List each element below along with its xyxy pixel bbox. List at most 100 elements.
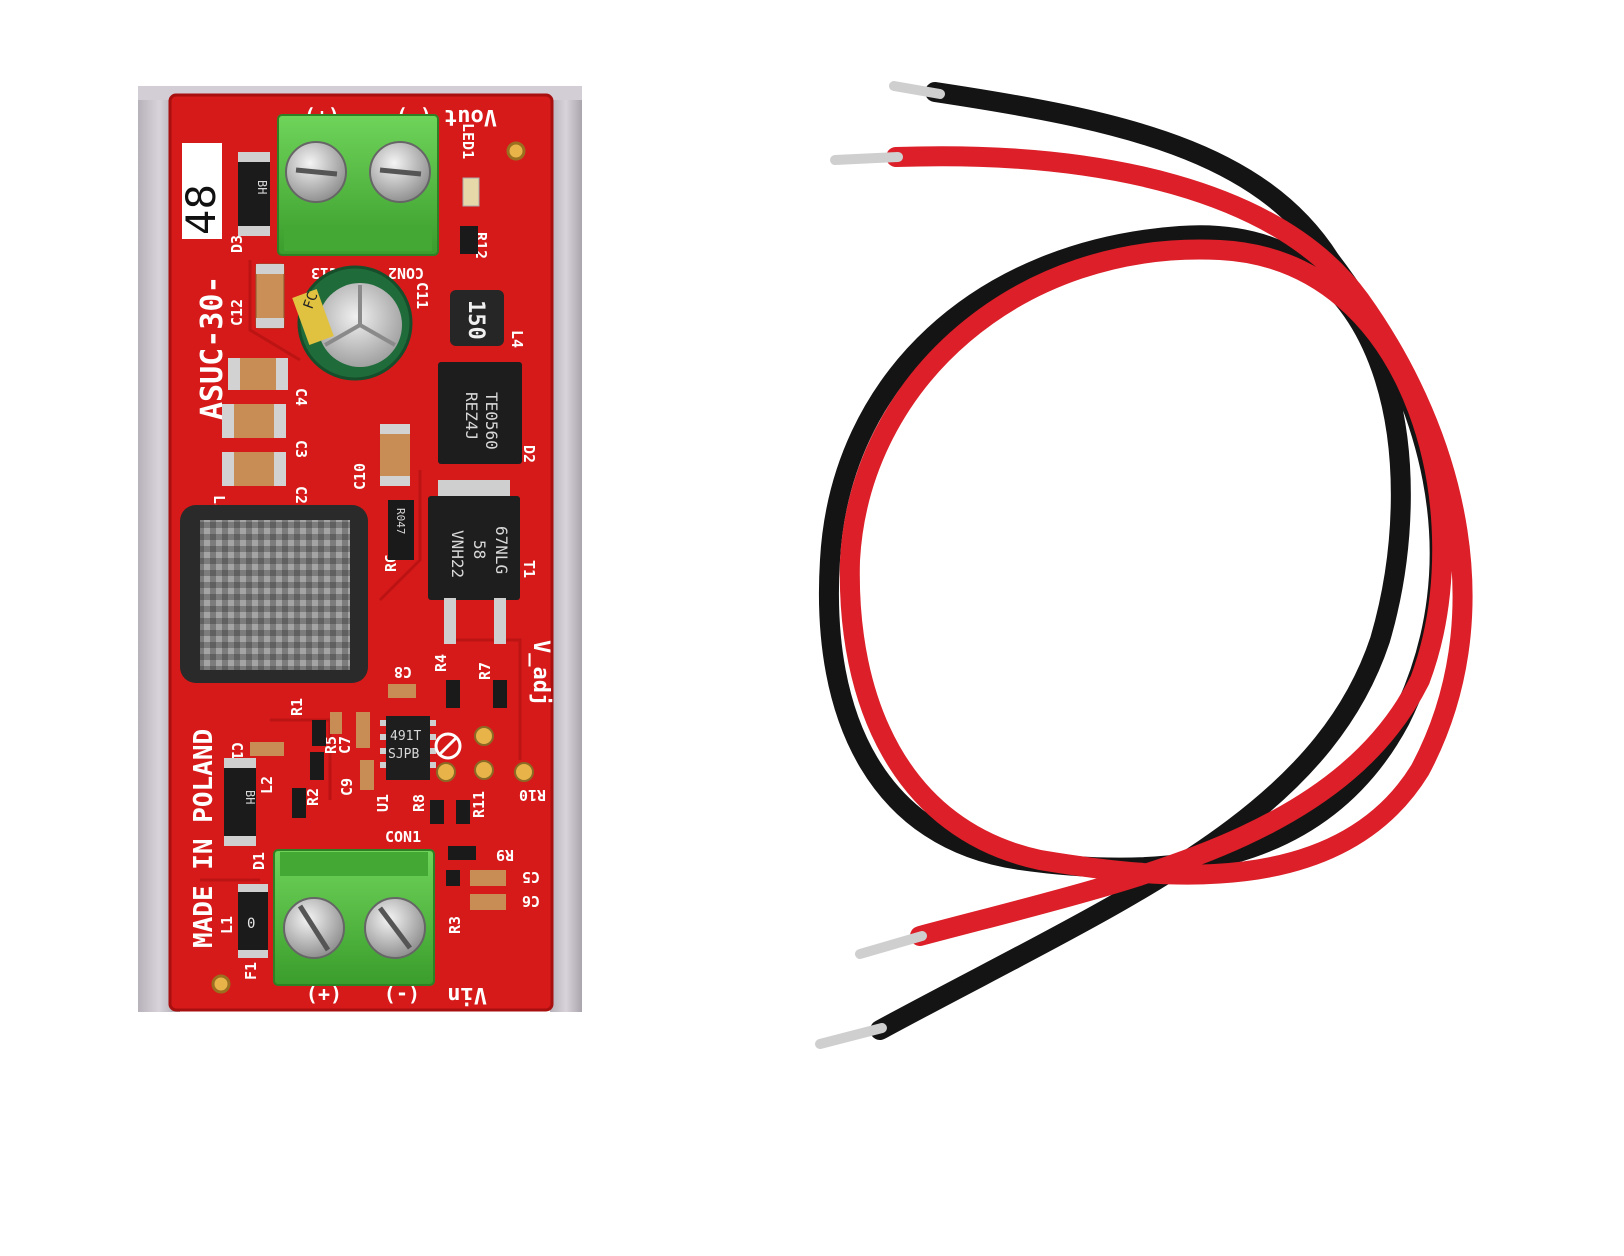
resistor-r7: [493, 680, 507, 708]
mounting-hole: [506, 141, 526, 161]
pad: [514, 762, 534, 782]
designator-l1: L1: [218, 916, 236, 934]
resistor-r1: [312, 720, 326, 746]
designator-c7: C7: [336, 736, 354, 754]
designator-l2: L2: [258, 776, 276, 794]
diode-d3: [238, 160, 270, 228]
designator-con1: CON1: [385, 828, 421, 846]
designator-d1: D1: [250, 852, 268, 870]
wire-pair: [815, 81, 1473, 1049]
resistor-r11: [456, 800, 470, 824]
output-terminal-block: [277, 114, 439, 256]
mosfet-marking-1: VNH22: [448, 530, 467, 578]
mosfet-marking-3: 67NLG: [492, 526, 511, 574]
designator-c1: C1: [228, 742, 246, 760]
mounting-hole: [211, 974, 231, 994]
designator-r4: R4: [432, 654, 450, 672]
designator-r10: R10: [519, 786, 546, 804]
inductor-marking: 150: [463, 300, 488, 340]
model-handwritten: 48: [179, 184, 225, 235]
pad: [474, 726, 494, 746]
v-adj-pad[interactable]: [434, 732, 462, 760]
designator-r1: R1: [288, 698, 306, 716]
designator-con2: CON2: [388, 264, 424, 282]
wire-tip: [830, 152, 903, 165]
capacitor-c4: [228, 358, 288, 390]
designator-led1: LED1: [459, 123, 477, 159]
model-sticker: [182, 143, 222, 239]
r6-marking: R047: [394, 508, 407, 535]
resistor-r2: [310, 752, 324, 780]
designator-d2: D2: [520, 445, 538, 463]
diode-d2: [438, 362, 522, 464]
vin-plus-label: (+): [306, 983, 342, 1007]
designator-t1: T1: [520, 560, 538, 578]
pad: [436, 762, 456, 782]
designator-c6: C6: [522, 892, 540, 910]
designator-r2: R2: [304, 788, 322, 806]
designator-c3: C3: [292, 440, 310, 458]
designator-c8: C8: [394, 663, 412, 681]
d2-marking-2: REZ4J: [462, 392, 481, 440]
capacitor-c3: [222, 404, 286, 438]
designator-c2: C2: [292, 486, 310, 504]
designator-f1: F1: [242, 962, 260, 980]
capacitor-c2: [222, 452, 286, 486]
inductor-l2: [292, 788, 306, 818]
inductor-l4: [450, 290, 504, 346]
ic-u1: [386, 716, 430, 780]
capacitor-c6: [470, 894, 506, 910]
designator-r9: R9: [496, 846, 514, 864]
pad: [474, 760, 494, 780]
components: BH FC 150 TE0560 REZ4J: [180, 152, 534, 958]
mosfet-marking-2: 58: [470, 540, 489, 559]
designator-r3: R3: [446, 916, 464, 934]
capacitor-c9: [360, 760, 374, 790]
fuse-marking: 0: [247, 916, 255, 932]
black-wire: [819, 82, 1450, 1040]
d3-marking: BH: [255, 180, 269, 194]
designator-d3: D3: [228, 235, 246, 253]
resistor-r4: [446, 680, 460, 708]
resistor-r8: [430, 800, 444, 824]
designator-l4: L4: [508, 330, 526, 348]
designator-c12: C12: [228, 299, 246, 326]
designator-c9: C9: [338, 778, 356, 796]
vin-minus-label: (-): [384, 983, 420, 1007]
designator-u1: U1: [374, 794, 392, 812]
vin-label: Vin: [447, 982, 487, 1007]
resistor-r12: [460, 226, 478, 254]
designator-r5: R5: [322, 736, 340, 754]
capacitor-c1: [250, 742, 284, 756]
d2-marking-1: TE0560: [482, 392, 501, 450]
diode-d1: [224, 766, 256, 838]
made-in-label: MADE IN POLAND: [189, 729, 219, 948]
capacitor-c10: [380, 424, 410, 486]
capacitor-r5: [330, 712, 342, 734]
capacitor-c5: [470, 870, 506, 886]
red-wire: [839, 146, 1473, 946]
mosfet-t1: [428, 496, 520, 600]
wire-tip: [855, 931, 927, 959]
v-adj-label: V_adj: [528, 640, 553, 706]
vout-label: Vout: [444, 104, 497, 129]
led1: [462, 177, 480, 207]
ic-marking-2: SJPB: [388, 747, 419, 762]
d1-marking: BH: [243, 790, 257, 804]
resistor-r6: [388, 500, 414, 560]
wire-tip: [889, 81, 945, 99]
designator-c10: C10: [351, 463, 369, 490]
resistor-r3: [446, 870, 460, 886]
silkscreen-labels: Vout (-) (+) Vin (-) (+) ASUC-30- 48 MAD…: [179, 104, 553, 1007]
capacitor-c7: [356, 712, 370, 748]
capacitor-c8: [388, 684, 416, 698]
model-name: ASUC-30-: [195, 276, 230, 421]
designator-r8: R8: [410, 794, 428, 812]
fuse-f1: [238, 890, 268, 952]
ic-marking-1: 491T: [390, 729, 421, 744]
mosfet-tab: [438, 480, 510, 498]
resistor-r9: [448, 846, 476, 860]
designator-c11: C11: [413, 282, 431, 309]
capacitor-brand: FC: [301, 290, 322, 311]
